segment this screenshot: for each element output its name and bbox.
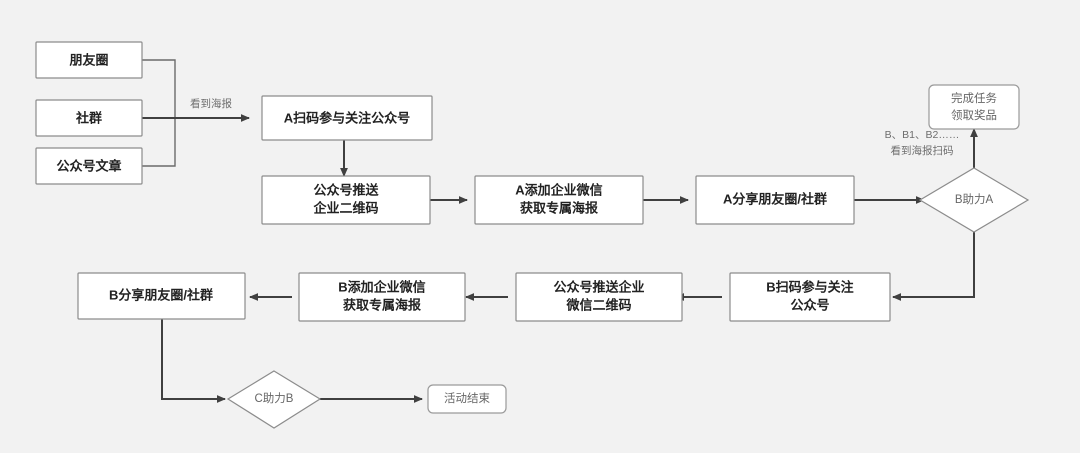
node-a-add-wecom-line1: A添加企业微信 — [515, 182, 602, 197]
node-push-qrcode-line2: 企业二维码 — [312, 200, 378, 215]
edge-label-b-chain-line2: 看到海报扫码 — [891, 144, 954, 157]
node-push-qrcode-b-line1: 公众号推送企业 — [553, 279, 644, 294]
node-b-add-wecom[interactable]: B添加企业微信 获取专属海报 — [298, 272, 466, 322]
edge-label-b-chain-line1: B、B1、B2…… — [885, 129, 960, 141]
node-a-scan-follow[interactable]: A扫码参与关注公众号 — [261, 95, 433, 141]
node-push-qrcode-b[interactable]: 公众号推送企业 微信二维码 — [515, 272, 683, 322]
node-b-add-wecom-line1: B添加企业微信 — [338, 279, 425, 294]
node-c-help-b[interactable]: C助力B — [226, 370, 322, 429]
node-b-scan-follow-line1: B扫码参与关注 — [766, 279, 853, 294]
node-a-add-wecom[interactable]: A添加企业微信 获取专属海报 — [474, 175, 644, 225]
node-a-add-wecom-line2: 获取专属海报 — [520, 200, 599, 215]
node-finish-task[interactable]: 完成任务 领取奖品 — [928, 84, 1020, 130]
node-finish-task-line2: 领取奖品 — [951, 108, 997, 122]
node-b-help-a[interactable]: B助力A — [918, 167, 1030, 233]
node-a-share[interactable]: A分享朋友圈/社群 — [695, 175, 855, 225]
node-source-article[interactable]: 公众号文章 — [35, 147, 143, 185]
edge-article-to-bus — [142, 118, 176, 167]
node-source-group-label: 社群 — [75, 110, 102, 125]
node-c-help-b-label: C助力B — [255, 391, 294, 405]
node-source-moments[interactable]: 朋友圈 — [35, 41, 143, 79]
node-b-scan-follow[interactable]: B扫码参与关注 公众号 — [729, 272, 891, 322]
edge-b-share-to-c-help-b — [161, 318, 226, 403]
node-b-help-a-label: B助力A — [955, 192, 994, 206]
node-b-scan-follow-line2: 公众号 — [790, 297, 829, 312]
node-a-share-label: A分享朋友圈/社群 — [723, 191, 827, 206]
edge-moments-to-bus — [142, 59, 176, 118]
node-b-share[interactable]: B分享朋友圈/社群 — [77, 272, 246, 320]
node-push-qrcode-b-line2: 微信二维码 — [565, 297, 631, 312]
node-source-group[interactable]: 社群 — [35, 99, 143, 137]
node-source-article-label: 公众号文章 — [56, 158, 121, 173]
node-push-qrcode[interactable]: 公众号推送 企业二维码 — [261, 175, 431, 225]
node-activity-end[interactable]: 活动结束 — [427, 384, 507, 414]
edges-layer — [142, 59, 978, 403]
node-activity-end-label: 活动结束 — [444, 391, 490, 405]
node-b-share-label: B分享朋友圈/社群 — [109, 287, 213, 302]
edge-label-see-poster: 看到海报 — [190, 97, 232, 110]
node-finish-task-line1: 完成任务 — [951, 91, 997, 105]
node-b-add-wecom-line2: 获取专属海报 — [343, 297, 422, 312]
node-source-moments-label: 朋友圈 — [68, 52, 108, 67]
node-push-qrcode-line1: 公众号推送 — [313, 182, 379, 197]
edge-b-help-a-to-b-scan — [892, 232, 975, 301]
node-a-scan-follow-label: A扫码参与关注公众号 — [284, 110, 410, 125]
